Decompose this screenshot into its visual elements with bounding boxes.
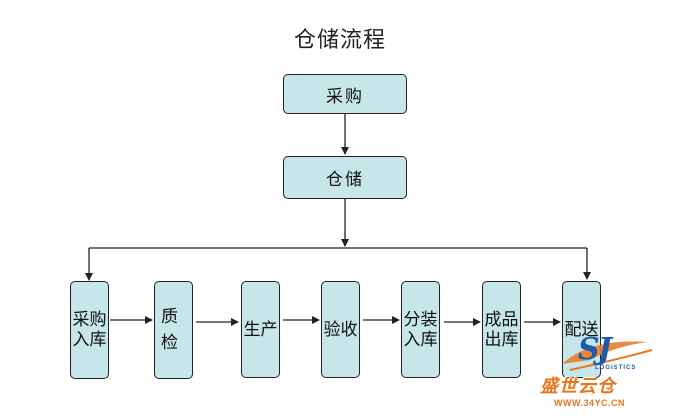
logo-letters: SJ <box>578 332 612 367</box>
node-purchase-label: 采购 <box>326 86 364 107</box>
brand-name: 盛世云仓 <box>540 376 616 397</box>
step-node: 质检 <box>154 281 193 379</box>
step-label: 生产 <box>243 319 278 340</box>
step-label: 成品出库 <box>484 309 519 350</box>
step-node: 成品出库 <box>482 281 521 378</box>
brand-url: WWW.34YC.CN <box>554 398 626 408</box>
step-node: 分装入库 <box>401 281 440 378</box>
node-storage-label: 仓储 <box>326 170 364 190</box>
step-label: 验收 <box>323 319 358 340</box>
logo-subtext: LOGISTICS <box>595 365 637 371</box>
step-node: 采购入库 <box>70 281 109 379</box>
step-node: 生产 <box>241 281 280 378</box>
step-label: 采购入库 <box>72 310 107 350</box>
node-purchase: 采购 <box>283 74 407 114</box>
step-label: 配送 <box>564 319 599 340</box>
brand-watermark: SJ LOGISTICS 盛世云仓 WWW.34YC.CN <box>520 320 680 417</box>
step-node: 验收 <box>321 281 360 378</box>
step-label: 分装入库 <box>403 309 438 350</box>
node-storage: 仓储 <box>283 156 407 199</box>
logo-swoosh-icon <box>562 341 653 371</box>
diagram-title: 仓储流程 <box>293 28 386 53</box>
step-label: 质检 <box>161 307 186 353</box>
